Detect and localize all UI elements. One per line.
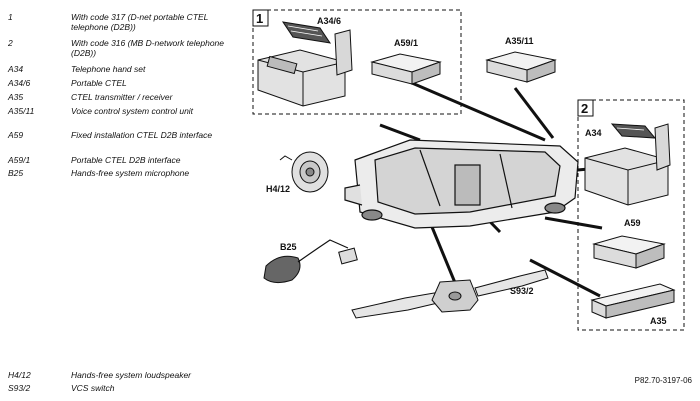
legend-desc: With code 316 (MB D-network telephone (D…: [71, 38, 224, 58]
module-a59-1: [370, 53, 442, 85]
legend-code: A35: [8, 92, 24, 102]
legend-desc: Hands-free system microphone: [71, 168, 190, 178]
legend-code: H4/12: [8, 370, 31, 380]
loudspeaker: [279, 151, 329, 193]
legend-desc: CTEL transmitter / receiver: [71, 92, 173, 102]
legend-code: A34/6: [8, 78, 31, 88]
legend-desc: Portable CTEL D2B interface: [71, 155, 181, 165]
label-s93-2: S93/2: [510, 286, 534, 296]
box-2-outline: [577, 99, 685, 331]
label-b25: B25: [280, 242, 297, 252]
vehicle-outline: [344, 139, 579, 229]
legend-desc: Voice control system control unit: [71, 106, 194, 116]
console-box2: [584, 123, 671, 206]
label-a59: A59: [624, 218, 641, 228]
legend-desc: Portable CTEL: [71, 78, 127, 88]
label-a59-1: A59/1: [394, 38, 418, 48]
legend-desc: Fixed installation CTEL D2B interface: [71, 130, 213, 140]
legend-code: S93/2: [8, 383, 31, 393]
label-a35: A35: [650, 316, 667, 326]
label-h4-12: H4/12: [266, 184, 290, 194]
vcs-switch: [351, 269, 549, 319]
console-box1: [257, 29, 353, 107]
module-a35-11: [485, 51, 557, 83]
microphone: [263, 239, 358, 284]
legend-desc: Hands-free system loudspeaker: [71, 370, 192, 380]
figure-reference: P82.70-3197-06: [634, 376, 692, 385]
label-a34: A34: [585, 128, 602, 138]
legend-code: A35/11: [8, 106, 35, 116]
label-a35-11: A35/11: [505, 36, 534, 46]
legend-code: 1: [8, 12, 13, 22]
legend-code: A59: [8, 130, 24, 140]
legend-code: B25: [8, 168, 24, 178]
legend-code: A59/1: [8, 155, 31, 165]
portable-ctel-handset: [281, 21, 332, 44]
legend: 1 With code 317 (D-net portable CTEL tel…: [0, 0, 240, 401]
box-2-number-frame: [577, 99, 594, 117]
box-1-outline: [252, 9, 462, 115]
legend-code: 2: [8, 38, 13, 48]
label-a34-6: A34/6: [317, 16, 341, 26]
legend-desc: VCS switch: [71, 383, 115, 393]
box-1-number-frame: [252, 9, 269, 27]
module-a59: [592, 235, 666, 269]
legend-code: A34: [8, 64, 24, 74]
legend-desc: Telephone hand set: [71, 64, 146, 74]
telephone-handset: [610, 123, 657, 139]
box-1-number: 1: [256, 11, 263, 26]
legend-desc: With code 317 (D-net portable CTEL telep…: [71, 12, 209, 32]
box-2-number: 2: [581, 101, 588, 116]
transceiver-a35: [590, 283, 676, 319]
